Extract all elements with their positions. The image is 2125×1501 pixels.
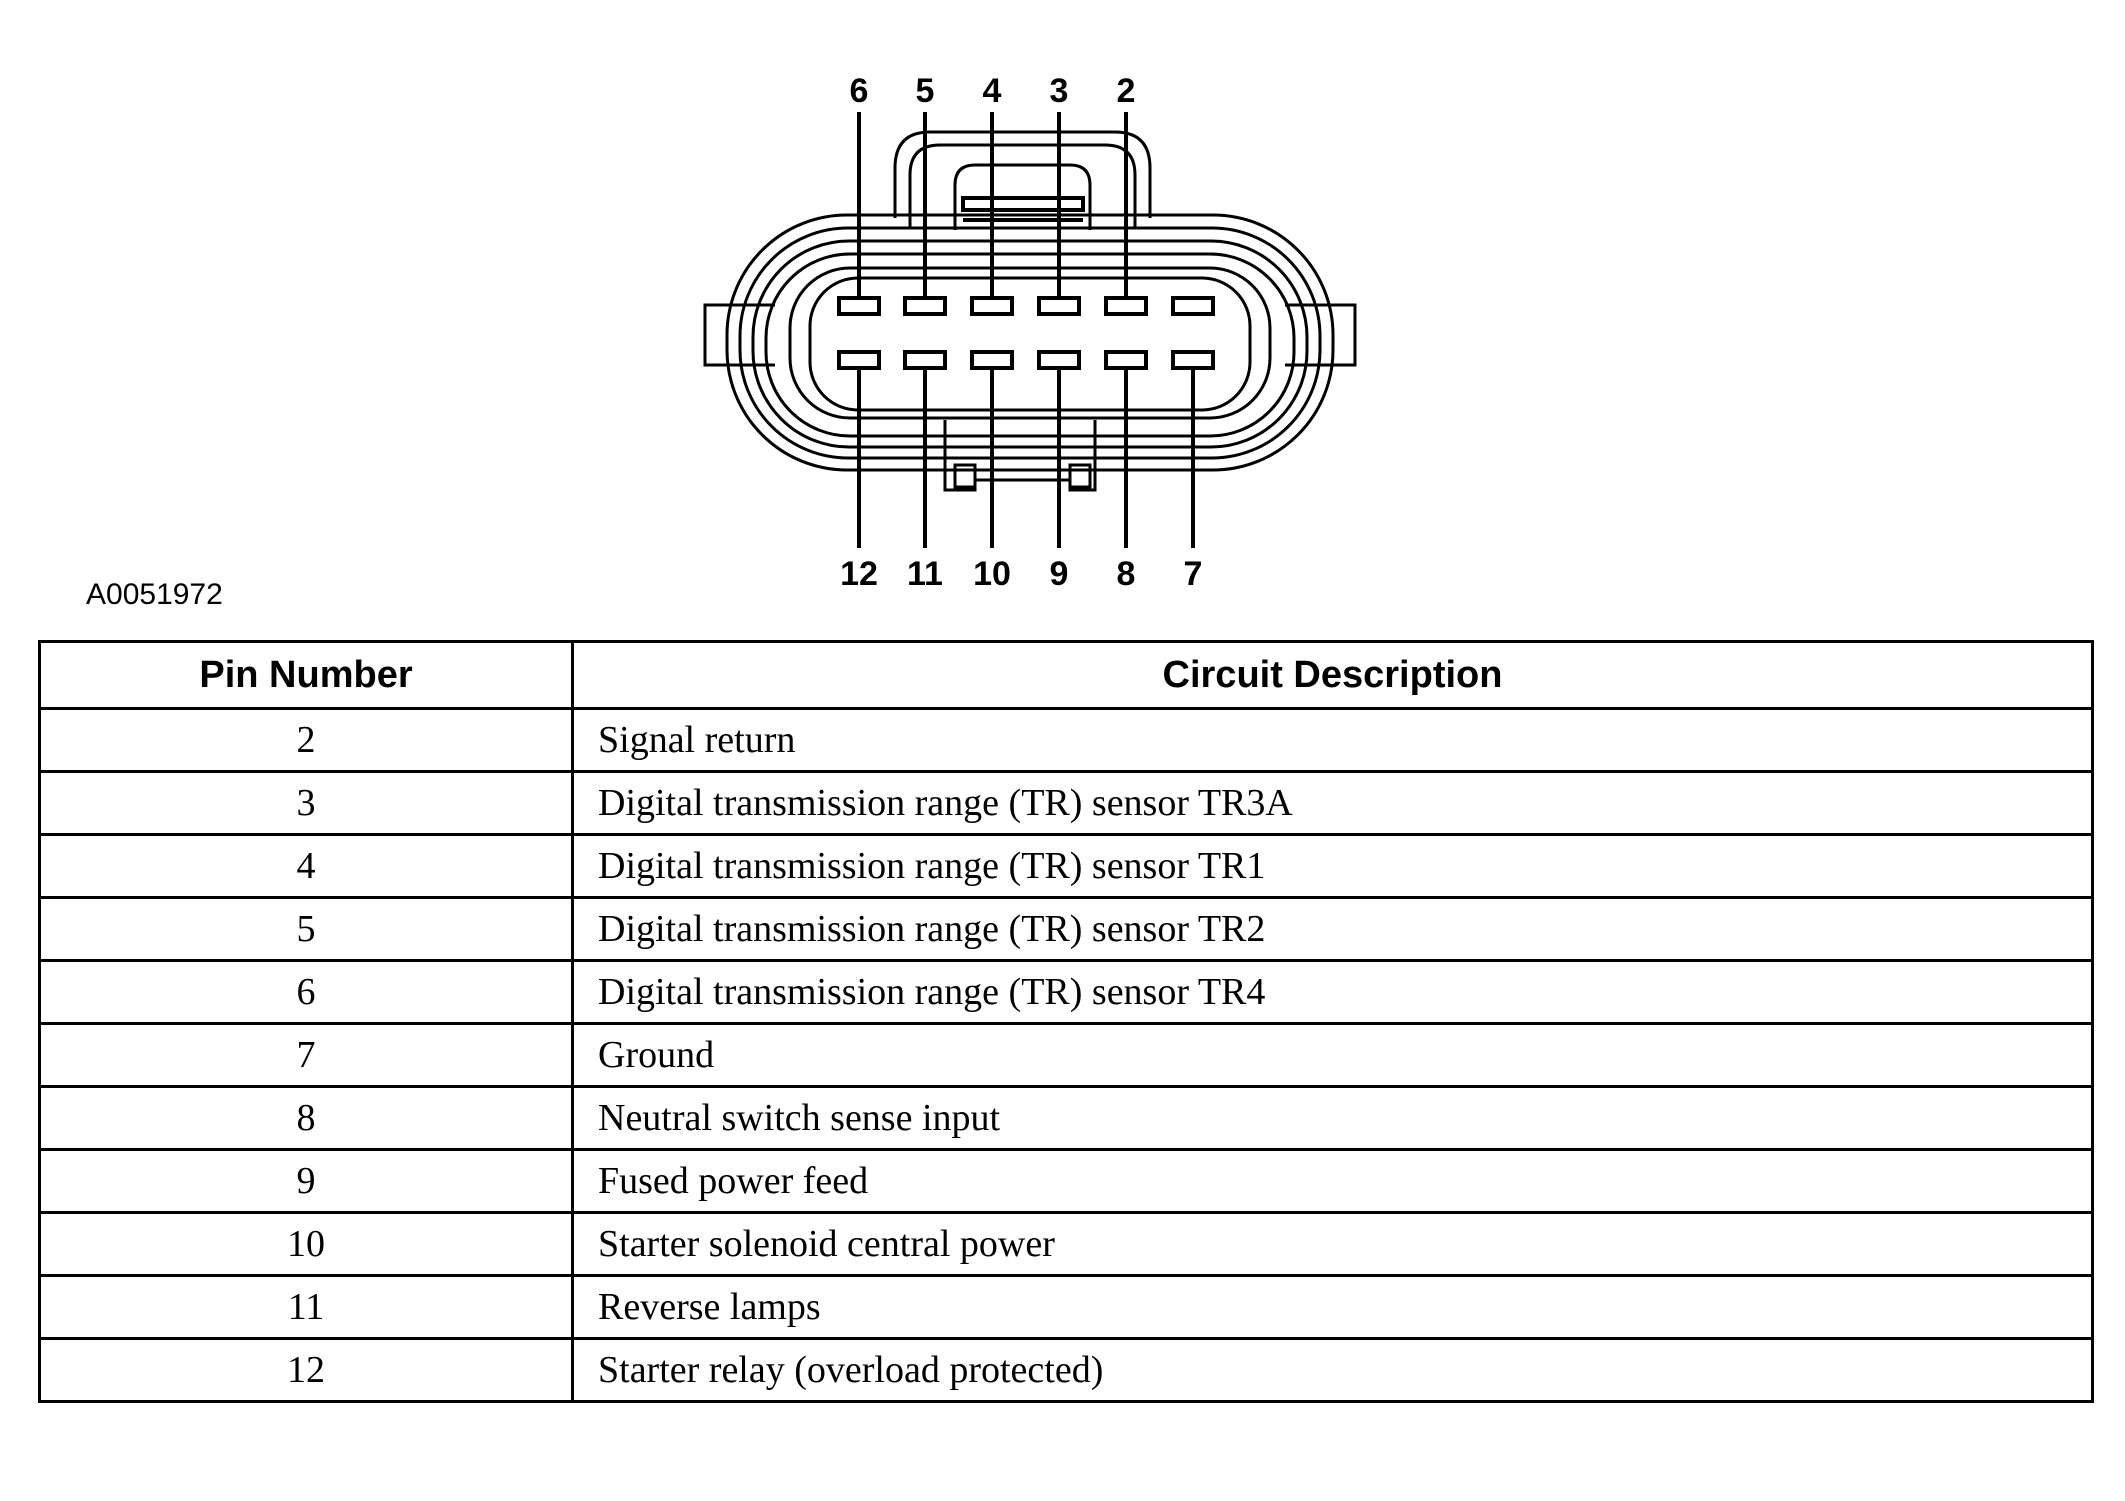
pin-label: 11 [907,555,943,593]
connector-diagram: 6 5 4 3 2 12 11 10 9 8 7 [0,0,2125,640]
upper-pin-cavity [1037,296,1081,316]
connector-housing [703,130,1357,492]
circuit-description-cell: Signal return [571,707,2094,773]
pin-number-cell: 10 [38,1211,574,1277]
pin-number-cell: 5 [38,896,574,962]
pin-label: 4 [983,72,1002,110]
circuit-description-cell: Starter solenoid central power [571,1211,2094,1277]
pin-label: 9 [1050,555,1069,593]
circuit-description-cell: Neutral switch sense input [571,1085,2094,1151]
pin-number-cell: 8 [38,1085,574,1151]
upper-pin-cavity [837,296,881,316]
lower-pin-cavity [970,350,1014,370]
upper-pin-cavity [1171,296,1215,316]
circuit-description-cell: Fused power feed [571,1148,2094,1214]
figure-id: A0051972 [86,578,223,611]
pin-label: 12 [840,555,878,593]
bottom-pin-labels: 12 11 10 9 8 7 [840,555,1202,593]
upper-pin-cavity [903,296,947,316]
pin-label: 10 [973,555,1011,593]
pin-number-cell: 6 [38,959,574,1025]
upper-pin-cavity [970,296,1014,316]
circuit-description-cell: Digital transmission range (TR) sensor T… [571,959,2094,1025]
lower-pin-cavity [1037,350,1081,370]
pin-number-cell: 7 [38,1022,574,1088]
circuit-description-cell: Ground [571,1022,2094,1088]
pin-label: 8 [1117,555,1136,593]
pin-label: 7 [1184,555,1203,593]
upper-pin-cavity [1104,296,1148,316]
lower-pin-cavity [1104,350,1148,370]
pin-label: 6 [850,72,869,110]
pin-number-cell: 12 [38,1337,574,1403]
circuit-description-cell: Starter relay (overload protected) [571,1337,2094,1403]
pin-label: 3 [1050,72,1069,110]
connector-face-view: 6 5 4 3 2 12 11 10 9 8 7 [703,72,1357,593]
pin-number-cell: 4 [38,833,574,899]
lower-pin-cavity [1171,350,1215,370]
pin-number-cell: 3 [38,770,574,836]
circuit-description-cell: Digital transmission range (TR) sensor T… [571,833,2094,899]
pin-leader-lines [857,112,1195,548]
top-pin-labels: 6 5 4 3 2 [850,72,1136,110]
circuit-description-cell: Digital transmission range (TR) sensor T… [571,770,2094,836]
circuit-description-header: Circuit Description [571,640,2094,710]
lower-pin-cavity [837,350,881,370]
circuit-description-cell: Reverse lamps [571,1274,2094,1340]
pin-label: 5 [916,72,935,110]
table-header-row: Pin Number Circuit Description [38,640,2094,710]
circuit-description-cell: Digital transmission range (TR) sensor T… [571,896,2094,962]
pin-number-cell: 9 [38,1148,574,1214]
pin-label: 2 [1117,72,1136,110]
pin-number-header: Pin Number [38,640,574,710]
pin-number-cell: 2 [38,707,574,773]
pin-cavities [837,296,1215,370]
lower-pin-cavity [903,350,947,370]
pin-number-cell: 11 [38,1274,574,1340]
